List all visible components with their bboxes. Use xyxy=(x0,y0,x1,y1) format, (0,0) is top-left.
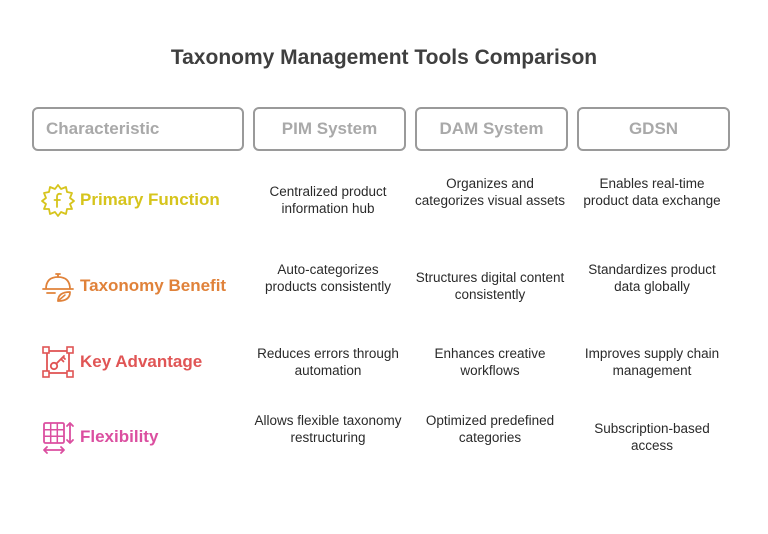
cell-gdsn-key-advantage: Improves supply chain management xyxy=(584,346,720,378)
row-label-text: Key Advantage xyxy=(80,352,203,371)
table-arrows-icon xyxy=(43,422,74,454)
cell-pim-primary-function: Centralized product information hub xyxy=(269,184,387,216)
cell-pim-key-advantage: Reduces errors through automation xyxy=(257,346,399,378)
cell-pim-taxonomy-benefit: Auto-categorizes products consistently xyxy=(264,262,392,294)
row-label-primary-function: Primary Function xyxy=(40,182,220,218)
row-label-text: Primary Function xyxy=(80,190,220,209)
header-pim-system: PIM System xyxy=(253,107,406,151)
row-label-key-advantage: Key Advantage xyxy=(40,344,202,380)
row-label-text: Taxonomy Benefit xyxy=(80,276,227,295)
diagram-title: Taxonomy Management Tools Comparison xyxy=(170,46,598,69)
row-label-flexibility: Flexibility xyxy=(40,419,158,455)
header-gdsn: GDSN xyxy=(577,107,730,151)
header-dam-system: DAM System xyxy=(415,107,568,151)
gear-f-icon xyxy=(41,184,75,217)
key-frame-icon xyxy=(42,346,74,378)
cell-dam-key-advantage: Enhances creative workflows xyxy=(434,346,546,378)
cell-pim-flexibility: Allows flexible taxonomy restructuring xyxy=(254,413,402,445)
cell-gdsn-flexibility: Subscription-based access xyxy=(594,421,710,453)
cell-dam-primary-function: Organizes and categorizes visual assets xyxy=(414,176,566,208)
cloche-leaf-icon xyxy=(42,273,74,302)
cell-gdsn-taxonomy-benefit: Standardizes product data globally xyxy=(588,262,716,294)
cell-gdsn-primary-function: Enables real-time product data exchange xyxy=(583,176,721,208)
row-label-taxonomy-benefit: Taxonomy Benefit xyxy=(40,268,226,304)
header-characteristic: Characteristic xyxy=(32,107,244,151)
cell-dam-flexibility: Optimized predefined categories xyxy=(425,413,555,445)
row-label-text: Flexibility xyxy=(80,427,159,446)
cell-dam-taxonomy-benefit: Structures digital content consistently xyxy=(415,270,565,302)
